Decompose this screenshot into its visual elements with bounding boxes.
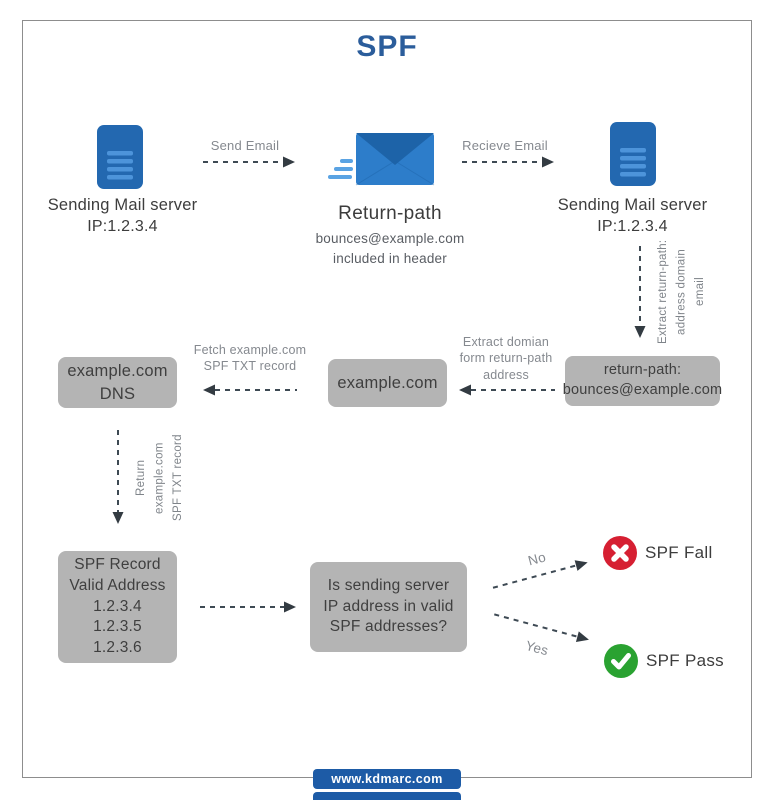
receiver-label: Sending Mail server IP:1.2.3.4 xyxy=(540,196,725,236)
yes-branch: Yes xyxy=(485,605,595,669)
footer-banner-partial xyxy=(313,792,461,800)
record-to-decision-arrow xyxy=(200,601,296,613)
pass-check-icon xyxy=(604,644,638,678)
sender-name: Sending Mail server xyxy=(47,196,198,214)
send-email-arrow xyxy=(203,156,295,168)
return-path-box: return-path: bounces@example.com xyxy=(563,356,722,406)
receive-email-arrow-label: Recieve Email xyxy=(462,138,548,153)
send-email-arrow-label: Send Email xyxy=(210,138,280,153)
envelope-title: Return-path xyxy=(338,203,442,224)
page-title: SPF xyxy=(356,30,418,63)
speed-lines-icon xyxy=(328,159,353,179)
sender-label: Sending Mail server IP:1.2.3.4 xyxy=(30,196,215,236)
dns-box: example.com DNS xyxy=(58,357,177,408)
spf-record-box: SPF Record Valid Address 1.2.3.4 1.2.3.5… xyxy=(58,551,177,663)
footer-url: www.kdmarc.com xyxy=(331,772,443,786)
footer-banner: www.kdmarc.com xyxy=(313,769,461,789)
decision-box: Is sending server IP address in valid SP… xyxy=(310,562,467,652)
fail-cross-icon xyxy=(603,536,637,570)
envelope-icon xyxy=(328,133,435,186)
no-arrow xyxy=(492,560,588,589)
extract-return-path-arrow-label: Extract return-path: address domain emai… xyxy=(657,239,706,345)
document-icon xyxy=(610,122,656,186)
receiver-ip: IP:1.2.3.4 xyxy=(597,218,668,235)
document-icon xyxy=(97,125,143,189)
spf-fail-label: SPF Fall xyxy=(645,543,713,562)
fetch-record-arrow-label: Fetch example.com SPF TXT record xyxy=(193,343,307,374)
return-record-arrow xyxy=(112,430,124,524)
extract-return-path-arrow xyxy=(634,246,646,338)
envelope-subtitle: bounces@example.com included in header xyxy=(315,231,465,266)
receiver-name: Sending Mail server xyxy=(557,196,708,214)
example-domain-box: example.com xyxy=(328,359,447,407)
extract-domain-arrow xyxy=(459,384,555,396)
return-record-arrow-label: Return example.com SPF TXT record xyxy=(135,434,184,522)
yes-arrow xyxy=(494,613,589,642)
spf-pass-label: SPF Pass xyxy=(646,651,724,670)
fetch-record-arrow xyxy=(203,384,297,396)
receive-email-arrow xyxy=(462,156,554,168)
extract-domain-arrow-label: Extract domian form return-path address xyxy=(459,335,553,382)
no-branch: No xyxy=(485,538,595,602)
sender-ip: IP:1.2.3.4 xyxy=(87,218,158,235)
